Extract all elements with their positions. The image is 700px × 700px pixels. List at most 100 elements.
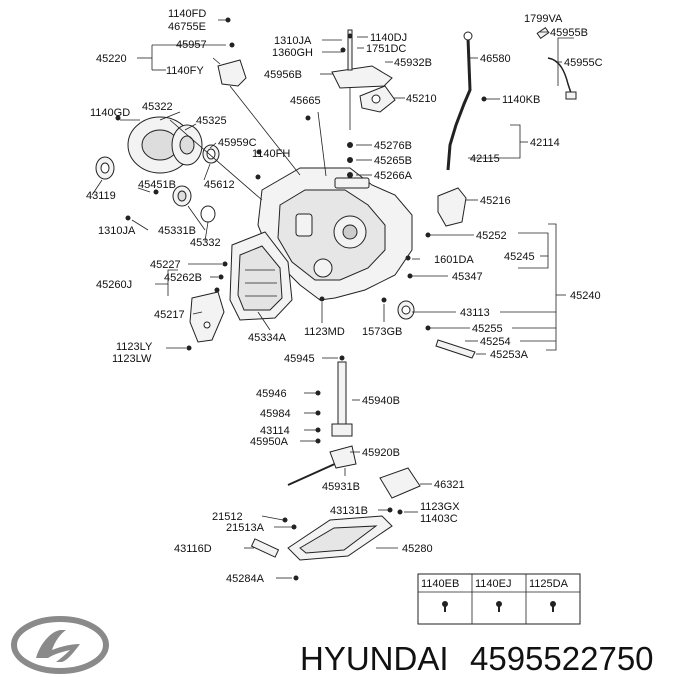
label-43119: 43119 <box>86 190 116 202</box>
label-45932B: 45932B <box>394 57 432 69</box>
label-45255: 45255 <box>472 323 503 335</box>
label-1123GX: 1123GX <box>420 501 460 513</box>
label-45265B: 45265B <box>374 155 412 167</box>
label-1310JA-left: 1310JA <box>98 225 136 237</box>
label-1360GH: 1360GH <box>272 47 313 59</box>
label-46755E: 46755E <box>168 21 206 33</box>
label-45945: 45945 <box>284 353 315 365</box>
part-labels: 1140FD 46755E 45957 45220 1140FY 1310JA … <box>86 8 603 585</box>
bracket-45220 <box>217 59 247 87</box>
label-45959C: 45959C <box>218 137 257 149</box>
bolt-table: 1140EB 1140EJ 1125DA <box>417 573 581 625</box>
label-1140FY: 1140FY <box>166 65 204 77</box>
label-45210: 45210 <box>406 93 437 105</box>
label-45252: 45252 <box>476 230 507 242</box>
oil-strainer <box>379 467 421 499</box>
label-45931B: 45931B <box>322 481 360 493</box>
label-45331B: 45331B <box>158 225 196 237</box>
label-1799VA: 1799VA <box>524 13 563 25</box>
label-1140DJ: 1140DJ <box>370 32 407 44</box>
bolt-table-header-2: 1140EJ <box>475 578 512 590</box>
label-1123MD: 1123MD <box>304 326 345 338</box>
label-45322: 45322 <box>142 101 173 113</box>
label-1751DC: 1751DC <box>366 43 406 55</box>
label-45334A: 45334A <box>248 332 287 344</box>
label-45325: 45325 <box>196 115 227 127</box>
label-21513A: 21513A <box>226 522 265 534</box>
label-42115: 42115 <box>470 153 500 165</box>
dipstick-tube <box>446 31 473 171</box>
shift-lever-assembly <box>331 29 396 113</box>
label-45955B: 45955B <box>550 27 588 39</box>
label-42114: 42114 <box>530 137 560 149</box>
bolt-icon <box>550 601 556 612</box>
label-46321: 46321 <box>434 479 465 491</box>
transmission-case <box>257 167 413 301</box>
manual-shaft <box>331 361 353 437</box>
label-45253A: 45253A <box>490 349 529 361</box>
label-45260J: 45260J <box>96 279 132 291</box>
label-1601DA: 1601DA <box>434 254 474 266</box>
part-number: 4595522750 <box>470 640 654 677</box>
label-45984: 45984 <box>260 408 291 420</box>
bolt-table-header-3: 1125DA <box>529 578 569 590</box>
valve-cover <box>229 231 293 321</box>
label-45665: 45665 <box>290 95 321 107</box>
label-45227: 45227 <box>150 259 181 271</box>
bolt-icon <box>496 601 502 612</box>
label-11403C: 11403C <box>420 513 458 525</box>
label-45262B: 45262B <box>164 272 202 284</box>
bolt-table-header-1: 1140EB <box>421 578 459 590</box>
label-43131B: 43131B <box>330 505 368 517</box>
label-46580: 46580 <box>480 53 511 65</box>
label-45347: 45347 <box>452 271 483 283</box>
label-1573GB: 1573GB <box>362 326 402 338</box>
lever-45253A <box>435 339 476 359</box>
label-45920B: 45920B <box>362 447 400 459</box>
label-45451B: 45451B <box>138 179 176 191</box>
label-1123LY: 1123LY <box>116 341 153 353</box>
brand-name: HYUNDAI <box>300 640 449 677</box>
small-bolts <box>115 17 487 581</box>
label-45950A: 45950A <box>250 436 289 448</box>
label-45217: 45217 <box>154 309 185 321</box>
label-45276B: 45276B <box>374 140 412 152</box>
label-45280: 45280 <box>402 543 433 555</box>
label-21512: 21512 <box>212 511 243 523</box>
label-45946: 45946 <box>256 388 287 400</box>
label-45284A: 45284A <box>226 573 265 585</box>
bracket-45216 <box>437 187 467 227</box>
bolt-icon <box>442 601 448 612</box>
label-45245: 45245 <box>504 251 535 263</box>
seals <box>95 144 415 320</box>
label-1123LW: 1123LW <box>112 353 152 365</box>
label-45956B: 45956B <box>264 69 302 81</box>
label-45220: 45220 <box>96 53 127 65</box>
label-45332: 45332 <box>190 237 221 249</box>
bracket-45217 <box>189 291 225 343</box>
pump-housing <box>127 116 203 174</box>
label-1140FH: 1140FH <box>252 148 290 160</box>
leader-lines <box>91 19 574 579</box>
label-1140GD: 1140GD <box>90 107 130 119</box>
label-1140FD: 1140FD <box>168 8 206 20</box>
speed-sensor <box>536 26 577 100</box>
hyundai-logo <box>11 616 109 674</box>
label-45612: 45612 <box>204 179 235 191</box>
label-43114: 43114 <box>260 425 290 437</box>
label-43113: 43113 <box>460 307 490 319</box>
label-45957: 45957 <box>176 39 207 51</box>
label-45240: 45240 <box>570 290 601 302</box>
drain-plug <box>250 538 280 558</box>
oil-pan <box>287 515 393 561</box>
label-43116D: 43116D <box>174 543 212 555</box>
label-1310JA: 1310JA <box>274 35 312 47</box>
parking-rod <box>287 445 357 486</box>
label-45955C: 45955C <box>564 57 603 69</box>
label-45254: 45254 <box>480 336 511 348</box>
label-45940B: 45940B <box>362 395 400 407</box>
label-1140KB: 1140KB <box>502 94 540 106</box>
label-45216: 45216 <box>480 195 511 207</box>
label-45266A: 45266A <box>374 170 413 182</box>
